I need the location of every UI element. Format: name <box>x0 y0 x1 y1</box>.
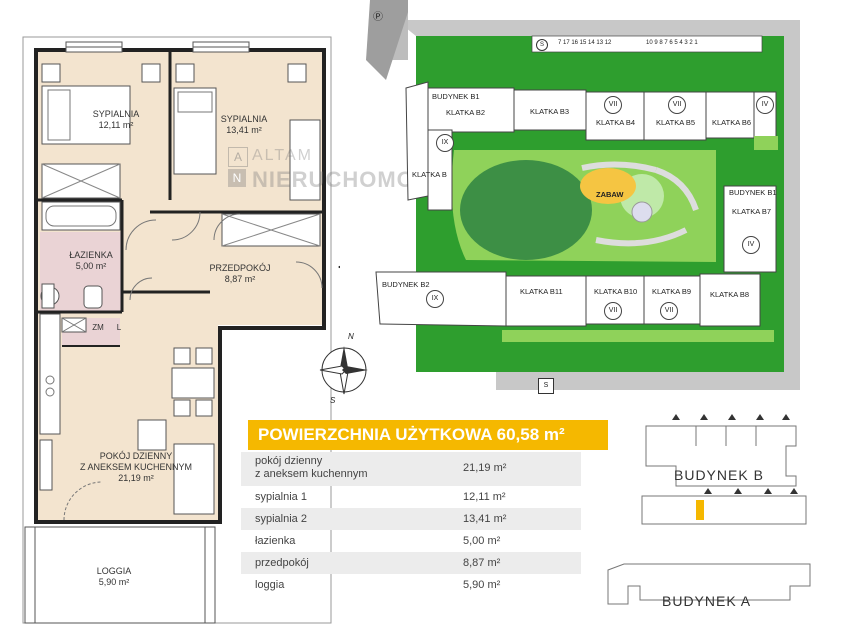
loggia-label: LOGGIA 5,90 m² <box>74 566 154 588</box>
living-label: POKÓJ DZIENNY Z ANEKSEM KUCHENNYM 21,19 … <box>66 451 206 484</box>
roman-ix-top: IX <box>436 134 454 152</box>
area-row-value: 8,87 m² <box>463 557 501 569</box>
key-plan-budynek-a <box>607 563 811 605</box>
area-row-name: loggia <box>255 579 285 591</box>
bathroom-name: ŁAZIENKA <box>69 250 113 260</box>
s-marker-top: S <box>536 39 548 51</box>
roman-iv-b: IV <box>742 236 760 254</box>
bathroom-area: 5,00 m² <box>75 261 107 271</box>
key-label-budynek-b: BUDYNEK B <box>674 467 764 483</box>
area-row-value: 5,90 m² <box>463 579 501 591</box>
area-row-value: 5,00 m² <box>463 535 501 547</box>
label-budynek-b2: BUDYNEK B2 <box>382 280 430 289</box>
l-symbol: L <box>116 323 122 332</box>
living-name-2: Z ANEKSEM KUCHENNYM <box>79 462 193 472</box>
label-klatka-b-left: KLATKA B <box>412 170 447 179</box>
area-row-name-line2: z aneksem kuchennym <box>255 468 368 480</box>
label-klatka-b2: KLATKA B2 <box>446 108 486 117</box>
bedroom1-area: 12,11 m² <box>98 120 134 130</box>
bedroom1-label: SYPIALNIA 12,11 m² <box>76 109 156 131</box>
loggia-area: 5,90 m² <box>98 577 130 587</box>
area-row-value: 21,19 m² <box>463 462 507 474</box>
area-row-name: sypialnia 1 <box>255 491 307 503</box>
corner-marker: Ⓟ <box>373 12 383 23</box>
loggia-name: LOGGIA <box>96 566 132 576</box>
compass-n: N <box>348 332 354 341</box>
area-row: łazienka 5,00 m² <box>241 530 581 552</box>
watermark-letter-a: A <box>228 147 248 167</box>
area-row-name-line1: pokój dzienny <box>255 455 323 467</box>
living-area: 21,19 m² <box>118 473 154 483</box>
label-klatka-b7: KLATKA B7 <box>732 207 772 216</box>
watermark-letter-n: N <box>228 169 246 187</box>
bathroom-label: ŁAZIENKA 5,00 m² <box>56 250 126 272</box>
compass-s: S <box>330 396 336 405</box>
label-klatka-b4: KLATKA B4 <box>596 118 636 127</box>
compass-rose <box>319 346 368 395</box>
roman-iv-a: IV <box>756 96 774 114</box>
roman-vii-a: VII <box>604 96 622 114</box>
roman-vii-c: VII <box>604 302 622 320</box>
area-row: sypialnia 1 12,11 m² <box>241 486 581 508</box>
roman-vii-b: VII <box>668 96 686 114</box>
label-klatka-b6: KLATKA B6 <box>712 118 752 127</box>
roman-vii-d: VII <box>660 302 678 320</box>
area-row-value: 12,11 m² <box>463 491 506 503</box>
area-row: sypialnia 2 13,41 m² <box>241 508 581 530</box>
hall-label: PRZEDPOKÓJ 8,87 m² <box>200 263 280 285</box>
roman-ix-left: IX <box>426 290 444 308</box>
key-plan-budynek-b <box>641 414 807 525</box>
hall-area: 8,87 m² <box>224 274 256 284</box>
area-row-name: przedpokój <box>255 557 309 569</box>
hall-name: PRZEDPOKÓJ <box>209 263 271 273</box>
area-row-name: sypialnia 2 <box>255 513 307 525</box>
label-klatka-b9: KLATKA B9 <box>652 287 692 296</box>
label-klatka-b5: KLATKA B5 <box>656 118 696 127</box>
bedroom2-label: SYPIALNIA 13,41 m² <box>204 114 284 136</box>
label-klatka-b11: KLATKA B11 <box>520 287 563 296</box>
label-budynek-b1: BUDYNEK B1 <box>432 92 480 101</box>
watermark-line1: ALTAM <box>252 147 313 164</box>
parking-numbers-left: 7 17 16 15 14 13 12 <box>558 40 612 46</box>
s-marker-bottom: S <box>538 378 554 394</box>
parking-numbers-right: 10 9 8 7 6 5 4 3 2 1 <box>646 40 698 46</box>
living-name-1: POKÓJ DZIENNY <box>99 451 173 461</box>
bedroom2-area: 13,41 m² <box>226 125 262 135</box>
label-budynek-b1-right: BUDYNEK B1 <box>729 188 777 197</box>
label-klatka-b10: KLATKA B10 <box>594 287 638 296</box>
zm-symbol: ZM <box>92 323 104 332</box>
label-klatka-b3: KLATKA B3 <box>530 107 570 116</box>
floor-plan <box>22 36 340 624</box>
bedroom2-name: SYPIALNIA <box>220 114 268 124</box>
site-plan <box>366 0 800 390</box>
area-row-value: 13,41 m² <box>463 513 507 525</box>
key-label-budynek-a: BUDYNEK A <box>662 593 752 609</box>
area-row: loggia 5,90 m² <box>241 574 581 596</box>
area-row-name: łazienka <box>255 535 296 547</box>
label-klatka-b8: KLATKA B8 <box>710 290 750 299</box>
area-row: przedpokój 8,87 m² <box>241 552 581 574</box>
bedroom1-name: SYPIALNIA <box>92 109 140 119</box>
label-zabaw: ZABAW <box>596 190 624 199</box>
usable-area-title: POWIERZCHNIA UŻYTKOWA 60,58 m² <box>248 420 608 450</box>
